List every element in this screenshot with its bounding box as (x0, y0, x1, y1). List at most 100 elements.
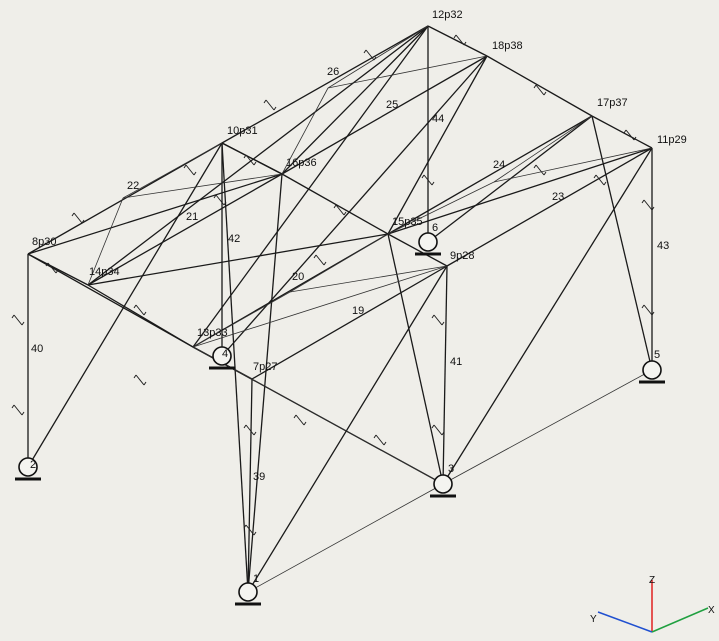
member-n8-n14 (27, 253, 89, 286)
local-axis-tick (333, 204, 347, 216)
local-axis-tick (11, 404, 25, 416)
support-label-3: 3 (448, 463, 454, 475)
local-axis-tick (11, 314, 25, 326)
member-n14-n13 (87, 284, 194, 348)
node-label-12p32: 12p32 (432, 9, 463, 21)
local-axis-tick (133, 304, 147, 316)
local-axis-tick (213, 194, 227, 206)
member-n14-n15 (87, 233, 389, 286)
member-label-39: 39 (253, 471, 265, 483)
bracing-lines (87, 25, 653, 593)
member-n14-n12 (87, 25, 429, 286)
brace-m26a-n12 (327, 25, 429, 89)
brace-m22a-n16 (122, 173, 283, 199)
support-s2 (15, 457, 41, 481)
brace-m20a-n15 (289, 233, 389, 293)
brace-m26a-n18 (327, 55, 488, 89)
brace-n13-n9 (192, 265, 448, 348)
support-s5 (639, 360, 665, 384)
local-axis-tick (243, 424, 257, 436)
local-axis-tick (623, 129, 637, 141)
local-axis-tick (431, 424, 445, 436)
local-axis-tick (133, 374, 147, 386)
frame-members (27, 25, 653, 593)
axis-triad: Z Y X (590, 575, 715, 633)
local-axis-tick (533, 84, 547, 96)
z-axis-label: Z (649, 575, 655, 586)
member-label-23: 23 (552, 191, 564, 203)
brace-n15-m24a (387, 181, 495, 235)
local-axis-tick (263, 99, 277, 111)
brace-m24a-n11 (493, 147, 653, 183)
support-label-5: 5 (654, 349, 660, 361)
member-label-44: 44 (432, 113, 444, 125)
member-n10-s2 (27, 142, 223, 468)
member-label-21: 21 (186, 211, 198, 223)
node-label-10p31: 10p31 (227, 125, 258, 137)
member-n17-s5 (591, 115, 653, 371)
member-n15-n17 (387, 115, 593, 235)
member-n15-n11 (387, 147, 653, 235)
support-s4 (209, 346, 235, 370)
member-n7-s1 (247, 378, 253, 593)
local-axis-tick (313, 254, 327, 266)
member-label-41: 41 (450, 356, 462, 368)
node-label-17p37: 17p37 (597, 97, 628, 109)
member-n16-n10 (221, 142, 283, 175)
member-label-20: 20 (292, 271, 304, 283)
member-n12-n18 (427, 25, 488, 57)
member-label-22: 22 (127, 180, 139, 192)
local-axis-tick (593, 174, 607, 186)
node-label-13p33: 13p33 (197, 327, 228, 339)
y-axis-label: Y (590, 614, 597, 625)
node-label-9p28: 9p28 (450, 250, 474, 262)
local-axis-tick (363, 49, 377, 61)
node-labels: 12p32 18p38 17p37 11p29 10p31 16p36 8p30… (30, 9, 687, 585)
x-axis-line (651, 607, 709, 633)
local-axis-tick (293, 414, 307, 426)
brace-s1-s3 (247, 483, 444, 593)
member-n11-s3 (442, 147, 653, 485)
support-label-2: 2 (30, 459, 36, 471)
support-s1 (235, 582, 261, 606)
brace-n7-s3 (251, 378, 444, 485)
brace-n14-m22a (87, 197, 124, 286)
member-n9-n11 (446, 147, 653, 267)
brace-n13-m20a (192, 291, 291, 348)
node-label-16p36: 16p36 (286, 157, 317, 169)
member-n10-n12 (221, 25, 429, 144)
local-axis-tick (243, 524, 257, 536)
local-axis-tick (421, 174, 435, 186)
member-n16-n18 (281, 55, 488, 175)
node-label-14p34: 14p34 (89, 266, 120, 278)
member-n9-s1 (247, 265, 448, 593)
brace-s3-s5 (442, 369, 653, 485)
support-label-6: 6 (432, 222, 438, 234)
support-s6 (415, 232, 441, 256)
support-label-4: 4 (222, 348, 228, 360)
member-n14-n16 (87, 173, 283, 286)
x-axis-label: X (708, 605, 715, 616)
member-n8-n16 (27, 173, 283, 255)
local-axis-tick (373, 434, 387, 446)
brace-m20a-n9 (289, 265, 448, 293)
local-axis-tick (71, 212, 85, 224)
member-n15-s3 (387, 233, 444, 485)
member-label-42: 42 (228, 233, 240, 245)
member-n17-s6 (427, 115, 593, 243)
local-axis-tick (243, 154, 257, 166)
node-label-8p30: 8p30 (32, 236, 56, 248)
member-label-24: 24 (493, 159, 505, 171)
support-label-1: 1 (253, 573, 259, 585)
member-label-26: 26 (327, 66, 339, 78)
member-n18-s4 (221, 55, 488, 357)
y-axis-line (597, 611, 653, 633)
member-n15-n9 (387, 233, 448, 267)
member-n8-n10 (27, 142, 223, 255)
supports (15, 232, 665, 606)
member-n16-s1 (247, 173, 283, 593)
member-label-25: 25 (386, 99, 398, 111)
local-axis-tick (453, 34, 467, 46)
node-label-18p38: 18p38 (492, 40, 523, 52)
